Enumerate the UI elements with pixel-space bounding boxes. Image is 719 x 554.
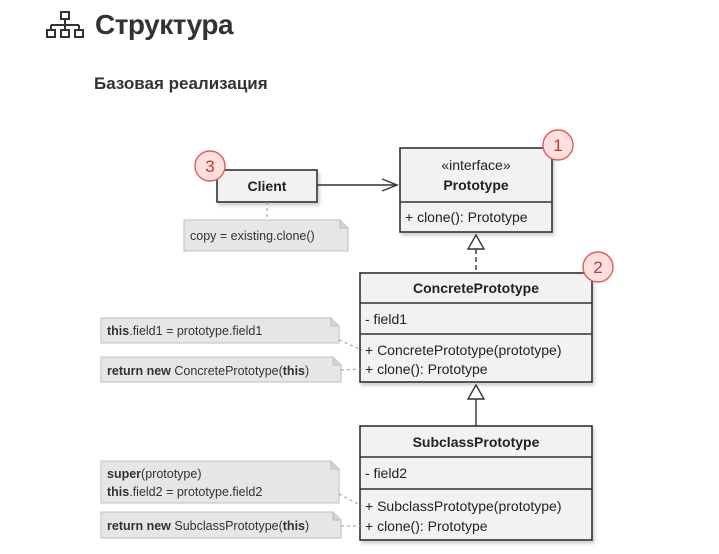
prototype-interface-box: «interface» Prototype + clone(): Prototy…: [399, 147, 553, 233]
structure-icon: [46, 11, 84, 38]
concrete-prototype-name: ConcretePrototype: [413, 280, 539, 296]
realization-arrowhead: [466, 233, 486, 250]
subclass-method-ctor: + SubclassPrototype(prototype): [365, 498, 562, 514]
concrete-field: - field1: [365, 311, 407, 327]
subclass-prototype-name: SubclassPrototype: [413, 434, 540, 450]
concrete-prototype-box: ConcretePrototype - field1 + ConcretePro…: [359, 272, 593, 383]
client-note: copy = existing.clone(): [183, 219, 349, 252]
concrete-clone-note-text: return new ConcretePrototype(this): [107, 364, 309, 378]
concrete-ctor-note: this.field1 = prototype.field1: [100, 317, 340, 344]
prototype-method: + clone(): Prototype: [405, 209, 528, 225]
association-arrowhead: [381, 178, 399, 192]
prototype-name: Prototype: [443, 177, 509, 193]
concrete-clone-note: return new ConcretePrototype(this): [100, 356, 342, 383]
client-box: Client: [216, 169, 318, 203]
page-title: Структура: [95, 9, 234, 40]
subclass-ctor-note: super(prototype) this.field2 = prototype…: [100, 460, 340, 504]
subclass-ctor-note-connector: [338, 493, 363, 507]
subclass-clone-note-text: return new SubclassPrototype(this): [107, 519, 309, 533]
subclass-clone-note: return new SubclassPrototype(this): [100, 511, 342, 539]
svg-text:3: 3: [205, 157, 214, 176]
subclass-field: - field2: [365, 465, 407, 481]
badge-2: 2: [582, 251, 614, 283]
concrete-ctor-note-connector: [338, 339, 363, 351]
concrete-method-clone: + clone(): Prototype: [365, 361, 488, 377]
concrete-ctor-note-text: this.field1 = prototype.field1: [107, 324, 262, 338]
client-name: Client: [248, 178, 287, 194]
concrete-clone-note-connector: [340, 368, 363, 371]
subclass-ctor-note-line1: super(prototype): [107, 467, 202, 481]
badge-1: 1: [542, 129, 574, 161]
prototype-stereotype: «interface»: [441, 157, 510, 173]
svg-text:1: 1: [553, 136, 562, 155]
concrete-method-ctor: + ConcretePrototype(prototype): [365, 342, 562, 358]
subclass-method-clone: + clone(): Prototype: [365, 518, 488, 534]
section-header: Структура: [45, 8, 234, 42]
client-note-text: copy = existing.clone(): [190, 229, 315, 243]
subclass-prototype-box: SubclassPrototype - field2 + SubclassPro…: [359, 425, 593, 541]
svg-text:2: 2: [593, 258, 602, 277]
badge-3: 3: [194, 150, 226, 182]
section-subtitle: Базовая реализация: [94, 74, 268, 93]
inheritance-arrowhead: [466, 383, 486, 400]
subclass-ctor-note-line2: this.field2 = prototype.field2: [107, 485, 262, 499]
